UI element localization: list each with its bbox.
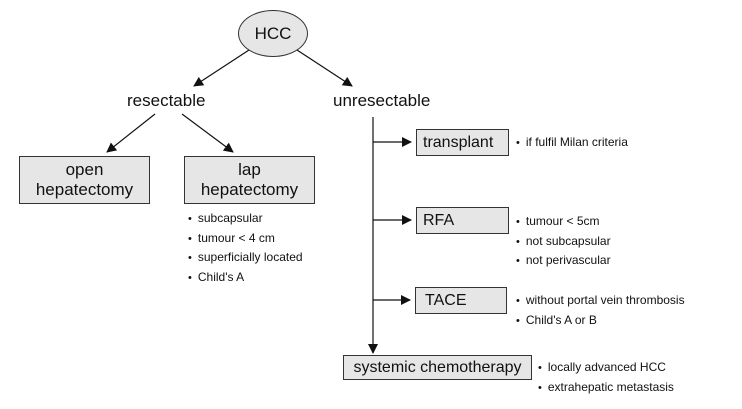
hcc-label: HCC xyxy=(254,23,292,43)
arrow-hcc-to-unresectable xyxy=(296,49,353,87)
lap-hepatectomy-node: lap hepatectomy xyxy=(184,156,315,204)
criteria-item: if fulfil Milan criteria xyxy=(516,133,628,153)
criteria-item: tumour < 5cm xyxy=(516,212,611,232)
tace-label: TACE xyxy=(425,292,467,309)
tace-node: TACE xyxy=(415,287,507,314)
rfa-node: RFA xyxy=(416,207,509,234)
transplant-criteria: if fulfil Milan criteria xyxy=(516,133,628,153)
systemic-chemotherapy-label: systemic chemotherapy xyxy=(353,359,522,376)
hcc-root-node: HCC xyxy=(238,10,308,57)
transplant-node: transplant xyxy=(416,129,509,156)
open-hepatectomy-line2: hepatectomy xyxy=(35,180,134,199)
rfa-label: RFA xyxy=(423,212,455,229)
criteria-item: Child's A or B xyxy=(516,311,685,331)
systemic-chemotherapy-node: systemic chemotherapy xyxy=(343,355,532,380)
systemic-chemotherapy-criteria: locally advanced HCC extrahepatic metast… xyxy=(538,358,674,397)
arrow-resectable-to-open xyxy=(106,113,156,153)
criteria-item: superficially located xyxy=(188,248,303,268)
rfa-criteria: tumour < 5cm not subcapsular not perivas… xyxy=(516,212,611,271)
criteria-item: not perivascular xyxy=(516,251,611,271)
lap-hepatectomy-line1: lap xyxy=(238,160,261,179)
arrow-hcc-to-resectable xyxy=(193,49,250,87)
criteria-item: subcapsular xyxy=(188,209,303,229)
lap-hepatectomy-line2: hepatectomy xyxy=(200,180,299,199)
resectable-label: resectable xyxy=(127,91,206,110)
criteria-item: tumour < 4 cm xyxy=(188,229,303,249)
criteria-item: without portal vein thrombosis xyxy=(516,291,685,311)
criteria-item: locally advanced HCC xyxy=(538,358,674,378)
lap-hepatectomy-criteria: subcapsular tumour < 4 cm superficially … xyxy=(188,209,303,287)
tace-criteria: without portal vein thrombosis Child's A… xyxy=(516,291,685,330)
unresectable-label: unresectable xyxy=(333,91,431,110)
criteria-item: extrahepatic metastasis xyxy=(538,378,674,398)
transplant-label: transplant xyxy=(423,134,494,151)
open-hepatectomy-line1: open xyxy=(65,160,104,179)
criteria-item: Child's A xyxy=(188,268,303,288)
arrow-resectable-to-lap xyxy=(181,113,234,153)
open-hepatectomy-node: open hepatectomy xyxy=(19,156,150,204)
criteria-item: not subcapsular xyxy=(516,232,611,252)
